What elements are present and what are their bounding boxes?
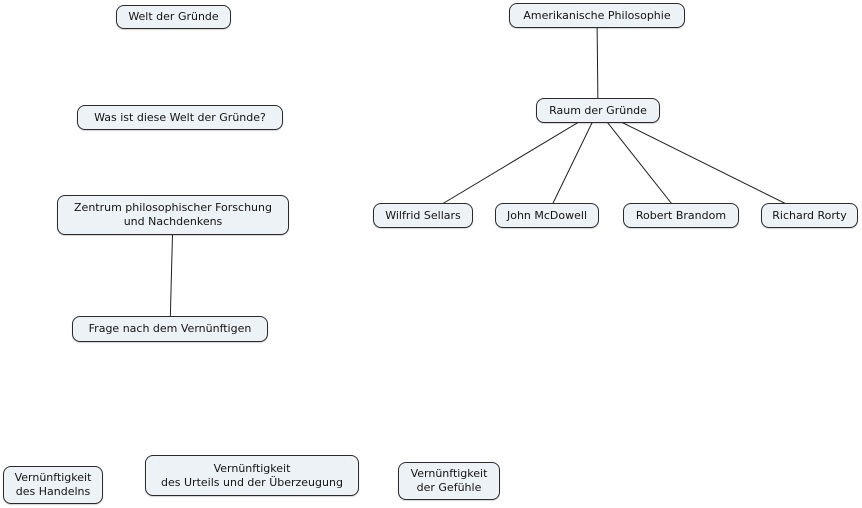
node-zentrum-philosophischer-forschung[interactable]: Zentrum philosophischer Forschung und Na…	[57, 195, 289, 235]
node-richard-rorty[interactable]: Richard Rorty	[761, 203, 858, 228]
node-vernuenftigkeit-der-gefuehle[interactable]: Vernünftigkeit der Gefühle	[398, 462, 500, 500]
node-welt-der-gruende[interactable]: Welt der Gründe	[116, 5, 231, 29]
edge-amerikanische_philosophie-to-raum_der_gruende	[596, 15, 599, 111]
node-john-mcdowell[interactable]: John McDowell	[495, 203, 599, 228]
edge-raum_der_gruende-to-john_mcdowell	[546, 110, 599, 216]
node-was-ist-diese-welt-der-gruende[interactable]: Was ist diese Welt der Gründe?	[77, 105, 283, 130]
node-frage-nach-dem-vernuenftigen[interactable]: Frage nach dem Vernünftigen	[72, 316, 268, 342]
edge-raum_der_gruende-to-richard_rorty	[597, 110, 810, 216]
node-raum-der-gruende[interactable]: Raum der Gründe	[536, 98, 660, 123]
node-vernuenftigkeit-des-urteils[interactable]: Vernünftigkeit des Urteils und der Überz…	[145, 455, 359, 496]
node-vernuenftigkeit-des-handelns[interactable]: Vernünftigkeit des Handelns	[3, 466, 103, 504]
edge-raum_der_gruende-to-robert_brandom	[597, 110, 682, 216]
node-wilfrid-sellars[interactable]: Wilfrid Sellars	[373, 203, 473, 228]
edge-raum_der_gruende-to-wilfrid_sellars	[422, 110, 599, 216]
node-amerikanische-philosophie[interactable]: Amerikanische Philosophie	[509, 3, 685, 28]
node-robert-brandom[interactable]: Robert Brandom	[623, 203, 739, 228]
